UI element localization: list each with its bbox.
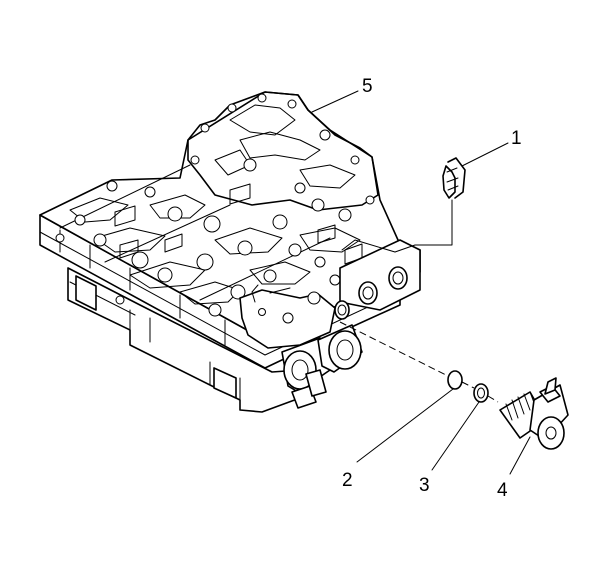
part-3-o-ring bbox=[473, 383, 489, 403]
callout-3: 3 bbox=[419, 475, 430, 496]
callout-leaders bbox=[311, 90, 531, 475]
pressure-port-block bbox=[334, 239, 421, 320]
assembly-lines bbox=[339, 199, 499, 403]
callout-4: 4 bbox=[497, 480, 508, 501]
callout-5: 5 bbox=[362, 76, 373, 97]
valve-body-assembly bbox=[39, 91, 421, 413]
part-1-clip bbox=[442, 157, 466, 199]
callout-2: 2 bbox=[342, 470, 353, 491]
solenoid-bracket bbox=[239, 284, 336, 349]
callout-1: 1 bbox=[511, 128, 522, 149]
part-2-o-ring bbox=[447, 370, 463, 390]
bolt-holes bbox=[55, 93, 375, 317]
part-4-solenoid bbox=[499, 377, 569, 450]
installed-solenoids bbox=[281, 324, 363, 409]
